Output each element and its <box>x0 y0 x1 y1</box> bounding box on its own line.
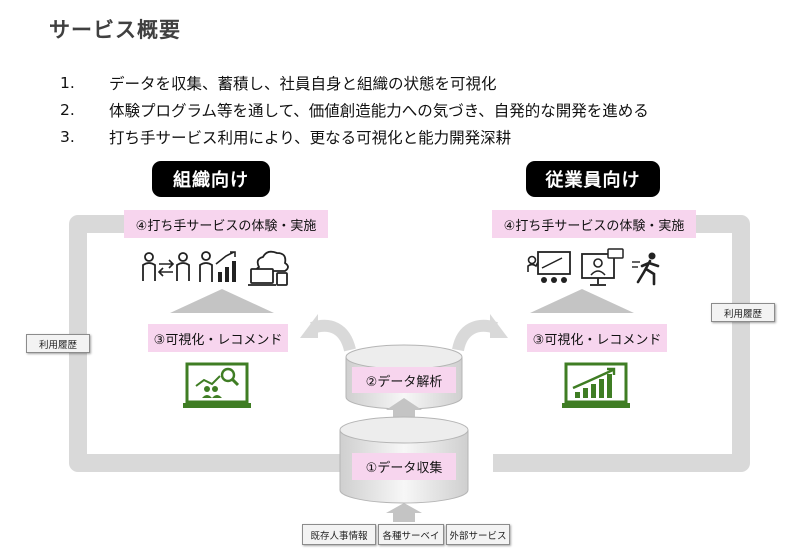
org-step4: ④打ち手サービスの体験・実施 <box>124 210 328 238</box>
usage-history-left: 利用履歴 <box>26 334 90 353</box>
source-existing-hr: 既存人事情報 <box>302 524 376 545</box>
curve-arrowhead-left <box>300 314 318 338</box>
presentation-icon <box>527 251 571 283</box>
loop-arrow-right <box>493 215 750 472</box>
runner-icon <box>632 252 660 286</box>
source-surveys: 各種サーベイ <box>378 524 444 545</box>
org-label: 組織向け <box>152 161 270 197</box>
item-number: 1. <box>60 73 75 92</box>
up-arrow <box>386 398 422 418</box>
overview-list: 1. データを収集、蓄積し、社員自身と組織の状態を可視化 2. 体験プログラム等を通… <box>60 69 649 150</box>
triangle-org <box>170 289 274 313</box>
item-number: 3. <box>60 127 75 146</box>
video-meeting-icon <box>581 248 624 286</box>
usage-history-right: 利用履歴 <box>711 303 775 322</box>
emp-step3: ③可視化・レコメンド <box>527 324 667 352</box>
growth-chart-laptop-icon <box>562 362 630 408</box>
collection-step: ①データ収集 <box>352 453 456 480</box>
emp-step4: ④打ち手サービスの体験・実施 <box>492 210 696 238</box>
growth-people-icon <box>199 251 236 282</box>
overview-item: 1. データを収集、蓄積し、社員自身と組織の状態を可視化 <box>60 69 649 96</box>
item-number: 2. <box>60 100 75 119</box>
source-arrow <box>386 503 422 522</box>
overview-item: 3. 打ち手サービス利用により、更なる可視化と能力開発深耕 <box>60 123 649 150</box>
item-text: データを収集、蓄積し、社員自身と組織の状態を可視化 <box>109 74 497 93</box>
analytics-laptop-icon <box>183 362 251 408</box>
item-text: 打ち手サービス利用により、更なる可視化と能力開発深耕 <box>109 128 512 147</box>
overview-item: 2. 体験プログラム等を通して、価値創造能力への気づき、自発的な開発を進める <box>60 96 649 123</box>
source-external: 外部サービス <box>446 524 510 545</box>
page-title: サービス概要 <box>49 18 181 42</box>
item-text: 体験プログラム等を通して、価値創造能力への気づき、自発的な開発を進める <box>109 101 649 120</box>
org-step3: ③可視化・レコメンド <box>148 324 288 352</box>
triangle-emp <box>530 289 634 313</box>
emp-label: 従業員向け <box>526 161 660 197</box>
analysis-step: ②データ解析 <box>352 367 456 393</box>
people-exchange-icon <box>142 252 190 281</box>
cloud-device-icon <box>248 250 289 286</box>
curve-arrowhead-right <box>490 314 508 338</box>
